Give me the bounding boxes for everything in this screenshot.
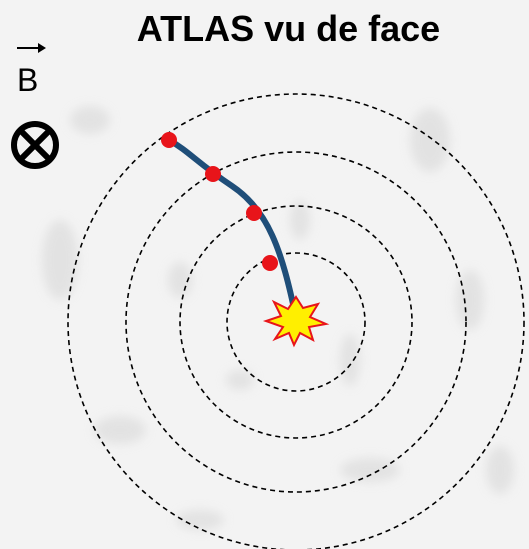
collision-burst-icon <box>262 295 330 348</box>
hit-point <box>205 166 221 182</box>
hit-point <box>262 255 278 271</box>
page-title: ATLAS vu de face <box>136 8 441 49</box>
field-into-page-icon <box>11 121 59 169</box>
particle-track <box>166 137 299 321</box>
detector-layer-4 <box>67 93 525 549</box>
hit-point <box>161 132 177 148</box>
detector-layer-1 <box>226 252 366 392</box>
detector-layer-2 <box>179 205 413 439</box>
magnetic-field-label: B <box>17 62 39 98</box>
detector-layer-3 <box>125 151 467 493</box>
vector-arrow-icon <box>17 43 46 53</box>
hit-point <box>246 205 262 221</box>
